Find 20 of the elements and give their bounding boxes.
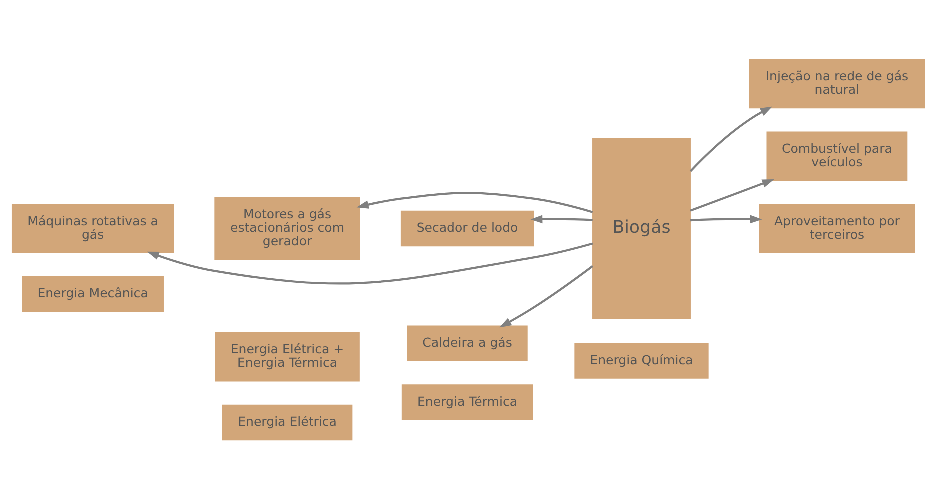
arrow — [690, 214, 762, 224]
node-box: Aproveitamento por terceiros — [759, 204, 916, 253]
node-box: Energia Química — [574, 342, 709, 378]
node-box: Secador de lodo — [400, 210, 534, 246]
arrow — [356, 191, 594, 213]
node-box: Energia Elétrica — [222, 404, 353, 440]
node-box: Energia Térmica — [402, 384, 534, 420]
node-box: Biogás — [592, 138, 691, 319]
node-box: Energia Elétrica + Energia Térmica — [215, 332, 360, 382]
arrow — [690, 179, 774, 212]
node-box: Combustível para veículos — [766, 131, 908, 180]
node-box: Caldeira a gás — [407, 325, 528, 361]
node-box: Máquinas rotativas a gás — [12, 204, 174, 253]
arrow — [147, 242, 594, 284]
arrow — [500, 264, 594, 328]
node-box: Motores a gás estacionários com gerador — [214, 196, 360, 260]
node-box: Energia Mecânica — [22, 276, 164, 312]
node-box: Injeção na rede de gás natural — [749, 58, 926, 108]
arrow — [690, 106, 773, 172]
arrow — [530, 214, 593, 224]
